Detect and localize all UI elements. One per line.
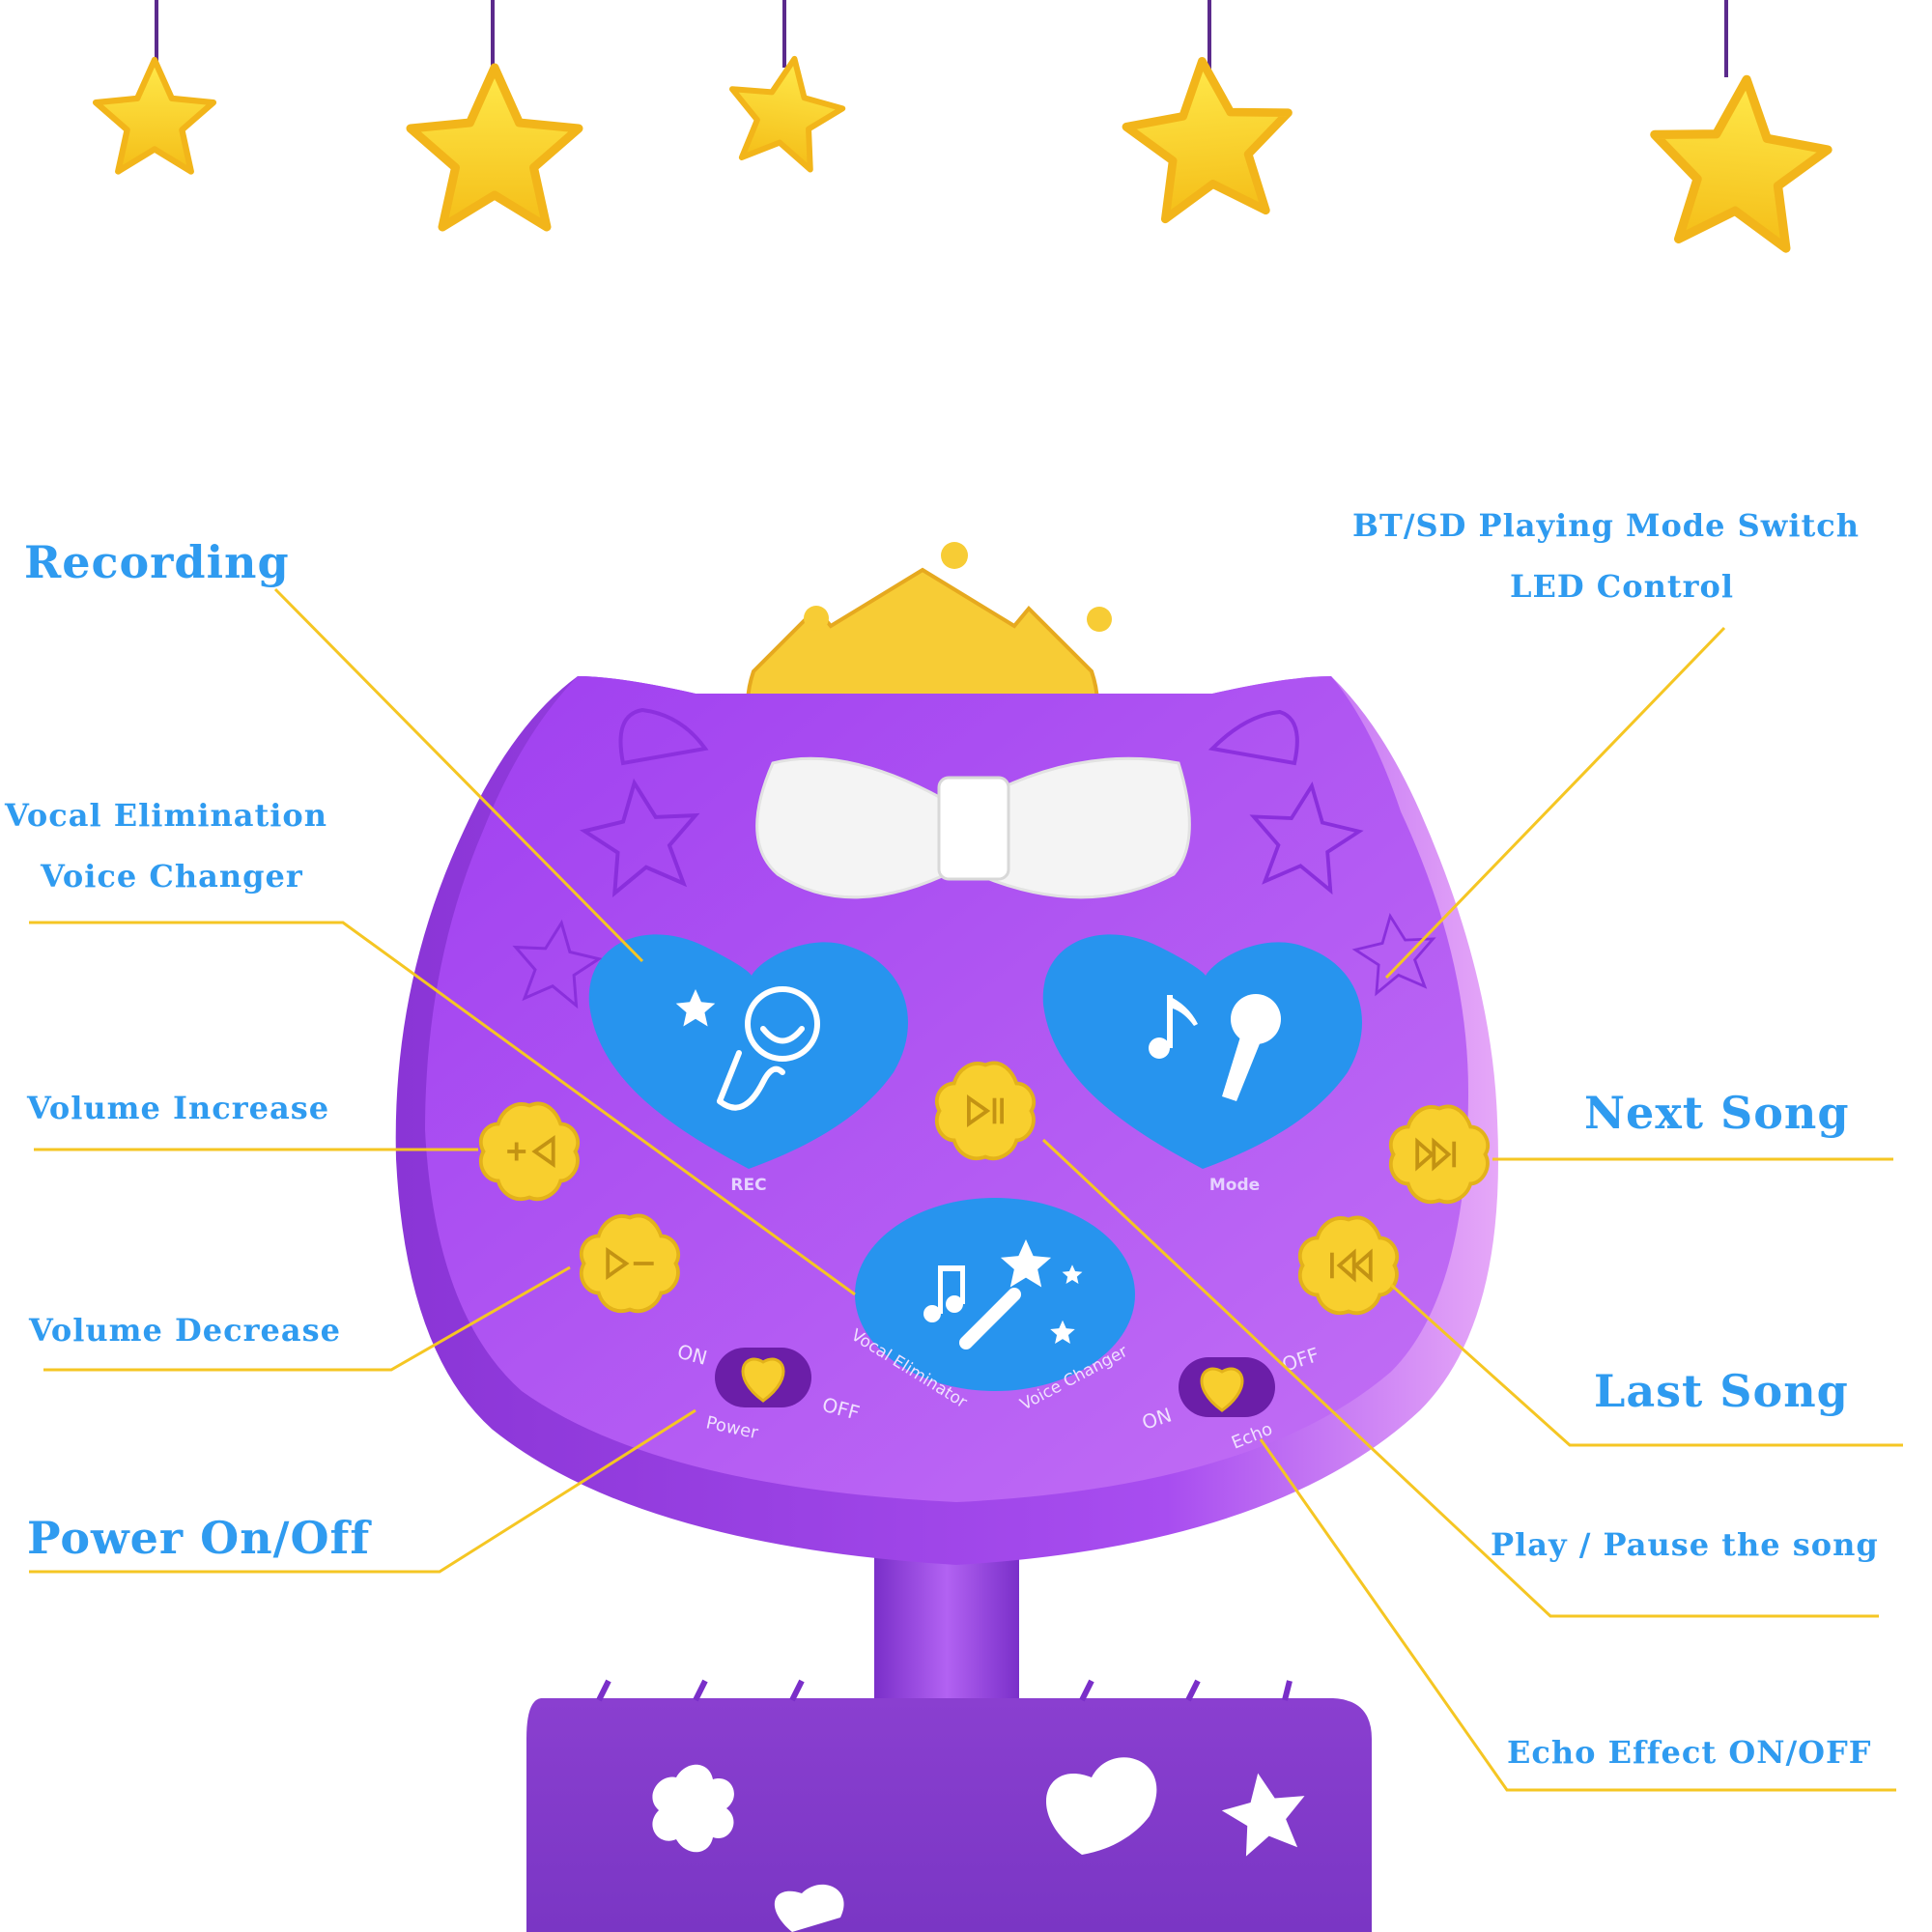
music-stand [526, 1679, 1372, 1932]
microphone-icon [1222, 994, 1281, 1101]
echo-switch[interactable] [1179, 1357, 1275, 1417]
mode-button[interactable]: Mode [1042, 934, 1362, 1195]
rec-button[interactable]: REC [588, 934, 908, 1195]
star-icon [1122, 54, 1296, 222]
power-label: Power On/Off [27, 1512, 371, 1564]
next-song-button[interactable] [1388, 1104, 1491, 1205]
recording-label: Recording [24, 536, 290, 588]
magic-wand-icon [959, 1239, 1083, 1350]
echo-effect-label: Echo Effect ON/OFF [1507, 1734, 1872, 1771]
power-switch[interactable] [715, 1348, 811, 1407]
star-icon [721, 49, 849, 173]
volume-down-icon [606, 1247, 654, 1280]
play-pause-label: Play / Pause the song [1491, 1526, 1879, 1563]
play-pause-icon [966, 1094, 1005, 1127]
volume-increase-label: Volume Increase [27, 1090, 330, 1126]
rec-label: REC [730, 1176, 766, 1195]
bow-icon [755, 756, 1191, 899]
play-pause-button[interactable] [934, 1061, 1037, 1161]
mode-label: Mode [1209, 1176, 1260, 1195]
volume-down-button[interactable] [579, 1213, 681, 1314]
music-note-icon [923, 1265, 965, 1322]
last-song-label: Last Song [1594, 1365, 1849, 1417]
heart-icon [774, 1884, 844, 1932]
star-icon [96, 60, 213, 172]
led-control-label: LED Control [1510, 568, 1734, 605]
bt-sd-mode-label: BT/SD Playing Mode Switch [1352, 507, 1861, 544]
voice-changer-label: Voice Changer [41, 858, 303, 895]
next-song-label: Next Song [1584, 1087, 1850, 1139]
flower-icon [652, 1764, 734, 1853]
vocal-elimination-label: Vocal Elimination [5, 797, 328, 834]
volume-decrease-label: Volume Decrease [29, 1312, 341, 1349]
hanging-strings [155, 0, 1728, 77]
vocal-eliminator-voice-changer-button[interactable] [855, 1198, 1135, 1391]
last-song-button[interactable] [1297, 1215, 1400, 1316]
previous-icon [1329, 1248, 1373, 1283]
microphone-icon [717, 986, 820, 1111]
star-icon [411, 68, 579, 227]
music-note-icon [1149, 995, 1198, 1059]
star-icon [1646, 72, 1833, 252]
next-icon [1415, 1137, 1457, 1172]
heart-icon [1045, 1757, 1157, 1855]
volume-up-button[interactable] [478, 1101, 581, 1202]
volume-up-icon [507, 1135, 555, 1168]
leader-lines [29, 587, 1903, 1792]
